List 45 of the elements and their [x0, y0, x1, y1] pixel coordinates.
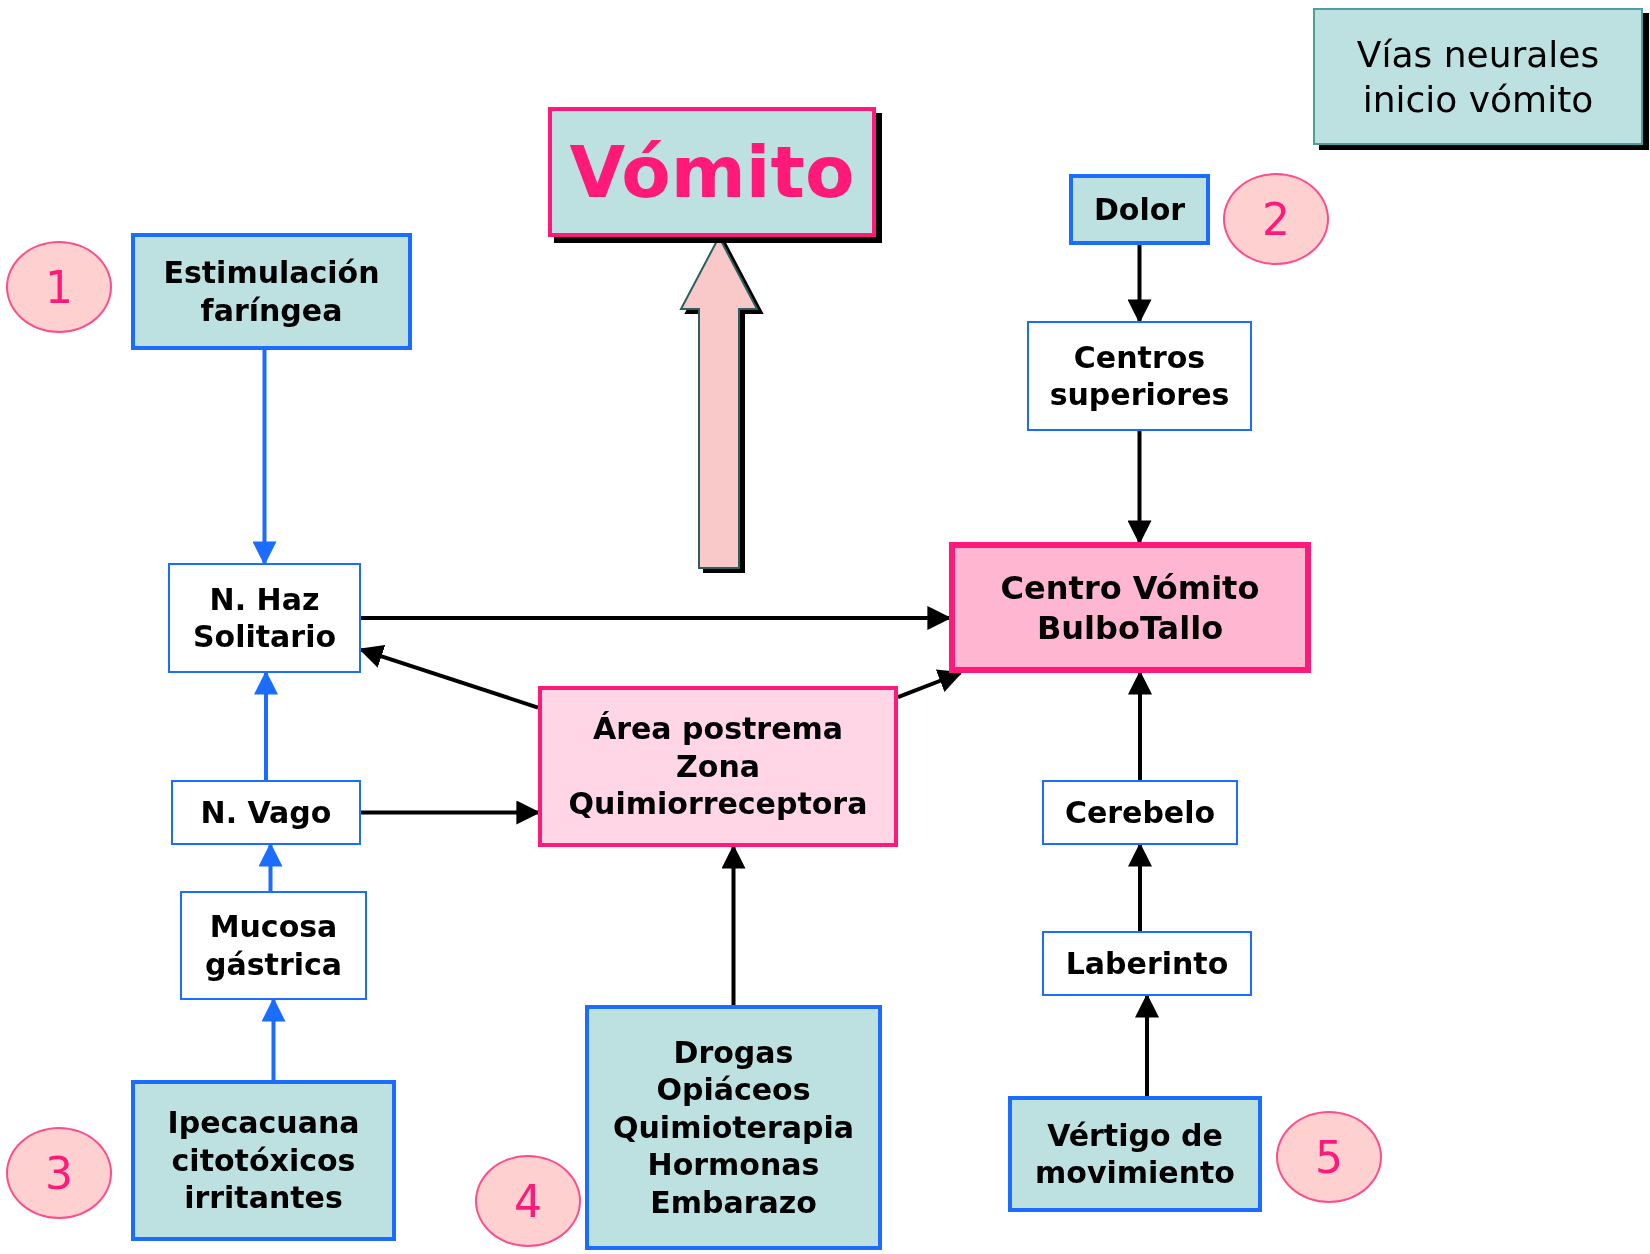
- node-text: 5: [1315, 1130, 1343, 1185]
- process-box: [1042, 780, 1238, 845]
- source-box: [131, 1080, 396, 1241]
- process-box: [1027, 321, 1252, 431]
- node-text: BulboTallo: [1036, 607, 1224, 648]
- process-box: [1042, 931, 1252, 996]
- source-box: [1069, 174, 1210, 245]
- node-text: Laberinto: [1065, 944, 1229, 983]
- node-text: 3: [45, 1146, 73, 1201]
- node-text: citotóxicos: [171, 1141, 356, 1180]
- node-text: Centro Vómito: [1000, 567, 1260, 608]
- node-text: Dolor: [1093, 190, 1186, 229]
- node-text: Vómito: [569, 129, 855, 216]
- node-text: Centros superiores: [1048, 338, 1231, 414]
- node-text: Vértigo de movimiento: [1034, 1116, 1236, 1192]
- node-text: 2: [1262, 192, 1290, 247]
- node-text: Área postrema: [593, 710, 843, 748]
- arrow: [897, 669, 963, 699]
- source-box: [131, 233, 412, 350]
- node-text: 4: [514, 1174, 542, 1229]
- node-text: Estimulación faríngea: [162, 254, 381, 329]
- process-box: [168, 563, 361, 673]
- source-box: [585, 1005, 882, 1250]
- process-box: [180, 891, 367, 1000]
- node-text: irritantes: [184, 1179, 343, 1217]
- node-text: Hormonas: [647, 1146, 820, 1184]
- node-text: Cerebelo: [1064, 793, 1216, 832]
- node-text: Ipecacuana: [167, 1104, 360, 1142]
- node-text: Quimioterapia: [613, 1108, 854, 1147]
- title-text: Vías neurales inicio vómito: [1355, 32, 1601, 122]
- node-text: Drogas: [673, 1033, 794, 1072]
- arrow: [252, 350, 277, 566]
- source-box: [1008, 1096, 1262, 1212]
- arrow: [1127, 245, 1152, 324]
- arrow: [1127, 431, 1152, 545]
- node-text: N. Haz Solitario: [191, 580, 338, 656]
- node-text: 1: [45, 260, 73, 315]
- node-text: Opiáceos: [656, 1071, 811, 1109]
- node-text: Embarazo: [650, 1183, 817, 1222]
- node-text: Zona Quimiorreceptora: [567, 747, 869, 823]
- node-text: Mucosa gástrica: [204, 908, 343, 983]
- process-box: [171, 780, 361, 845]
- center-box: [949, 542, 1311, 673]
- area-box: [538, 686, 898, 847]
- node-text: N. Vago: [200, 793, 332, 832]
